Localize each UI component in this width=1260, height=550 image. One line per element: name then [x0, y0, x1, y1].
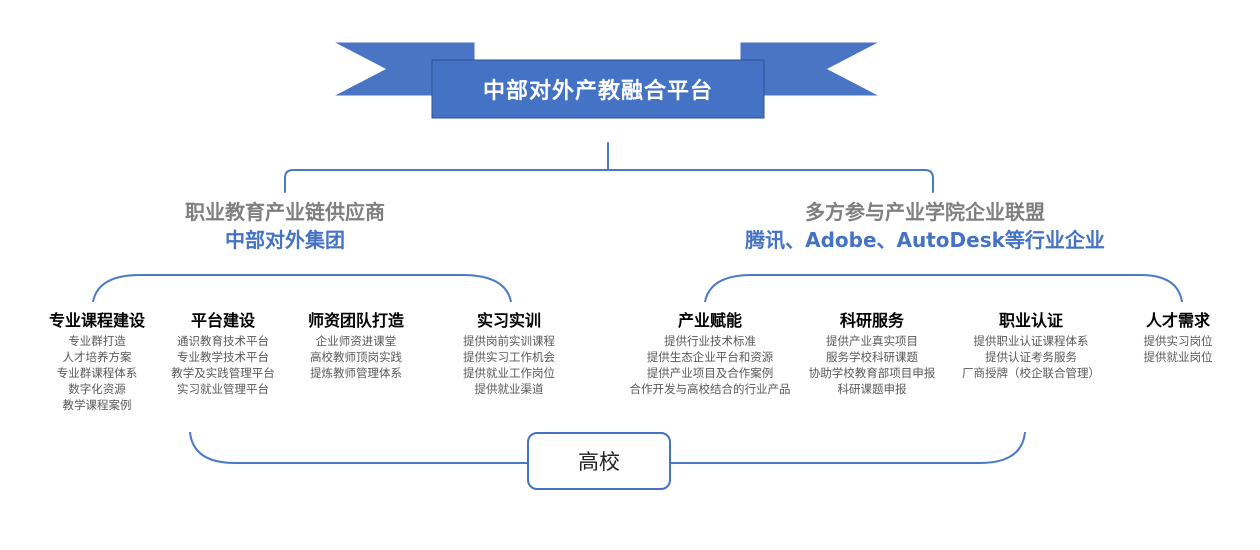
- category-item: 提供实习岗位: [1143, 334, 1213, 348]
- category-item: 提供实习工作机会: [463, 350, 555, 364]
- right-org: 多方参与产业学院企业联盟 腾讯、Adobe、AutoDesk等行业企业: [720, 198, 1130, 254]
- category-item: 提供就业渠道: [474, 382, 544, 396]
- category-title: 科研服务: [839, 311, 904, 330]
- category-item: 提供职业认证课程体系: [973, 334, 1089, 348]
- category-item: 合作开发与高校结合的行业产品: [629, 382, 791, 396]
- banner-title: 中部对外产教融合平台: [482, 79, 713, 104]
- category-item: 提供岗前实训课程: [463, 334, 555, 348]
- category-item: 实习就业管理平台: [177, 382, 269, 396]
- category-item: 专业群打造: [68, 334, 126, 348]
- left-org-name: 职业教育产业链供应商: [185, 200, 385, 224]
- category-item: 通识教育技术平台: [177, 334, 269, 348]
- bottom-bracket: [189, 431, 1026, 464]
- banner-main: [431, 59, 765, 119]
- category-item: 厂商授牌（校企联合管理）: [962, 366, 1100, 380]
- category-item: 人才培养方案: [62, 350, 132, 364]
- category-item: 高校教师顶岗实践: [309, 350, 402, 364]
- banner-right-tail: [739, 41, 881, 97]
- category-item: 专业群课程体系: [56, 366, 138, 380]
- category-item: 提炼教师管理体系: [309, 366, 402, 380]
- category-item: 提供行业技术标准: [664, 334, 756, 348]
- category-title: 产业赋能: [677, 311, 742, 330]
- category-internship: 实习实训 提供岗前实训课程 提供实习工作机会 提供就业工作岗位 提供就业渠道: [463, 311, 555, 397]
- category-item: 协助学校教育部项目申报: [808, 366, 936, 380]
- category-title: 平台建设: [190, 311, 255, 330]
- category-item: 提供产业真实项目: [826, 334, 918, 348]
- school-label: 高校: [578, 450, 620, 474]
- category-item: 提供就业工作岗位: [463, 366, 555, 380]
- category-item: 提供生态企业平台和资源: [646, 350, 774, 364]
- category-platform: 平台建设 通识教育技术平台 专业教学技术平台 教学及实践管理平台 实习就业管理平…: [171, 311, 275, 397]
- category-talent-demand: 人才需求 提供实习岗位 提供就业岗位: [1144, 311, 1213, 365]
- category-title: 实习实训: [476, 311, 541, 330]
- top-bracket: [284, 142, 934, 193]
- right-org-name: 多方参与产业学院企业联盟: [805, 200, 1045, 224]
- category-research-service: 科研服务 提供产业真实项目 服务学校科研课题 协助学校教育部项目申报 科研课题申…: [809, 311, 936, 397]
- category-item: 教学课程案例: [62, 398, 132, 412]
- right-bracket: [704, 274, 1183, 303]
- left-bracket: [92, 274, 512, 303]
- category-curriculum: 专业课程建设 专业群打造 人才培养方案 专业群课程体系 数字化资源 教学课程案例: [49, 311, 145, 413]
- category-title: 专业课程建设: [48, 311, 146, 330]
- category-item: 数字化资源: [68, 382, 126, 396]
- category-item: 专业教学技术平台: [177, 350, 269, 364]
- left-org-group: 中部对外集团: [225, 228, 345, 252]
- category-faculty: 师资团队打造 企业师资进课堂 高校教师顶岗实践 提炼教师管理体系: [308, 311, 404, 381]
- category-item: 服务学校科研课题: [826, 350, 918, 364]
- category-title: 人才需求: [1145, 311, 1210, 330]
- category-item: 企业师资进课堂: [315, 334, 397, 348]
- category-certification: 职业认证 提供职业认证课程体系 提供认证考务服务 厂商授牌（校企联合管理）: [962, 311, 1100, 381]
- category-item: 科研课题申报: [837, 382, 907, 396]
- category-title: 职业认证: [998, 311, 1063, 330]
- category-item: 提供产业项目及合作案例: [646, 366, 774, 380]
- right-org-partners: 腾讯、Adobe、AutoDesk等行业企业: [745, 228, 1105, 252]
- category-industry-empowerment: 产业赋能 提供行业技术标准 提供生态企业平台和资源 提供产业项目及合作案例 合作…: [630, 311, 791, 397]
- category-item: 提供就业岗位: [1143, 350, 1213, 364]
- left-org: 职业教育产业链供应商 中部对外集团: [170, 198, 400, 254]
- school-box: 高校: [527, 432, 671, 490]
- category-item: 提供认证考务服务: [985, 350, 1077, 364]
- category-title: 师资团队打造: [307, 311, 405, 330]
- category-item: 教学及实践管理平台: [171, 366, 275, 380]
